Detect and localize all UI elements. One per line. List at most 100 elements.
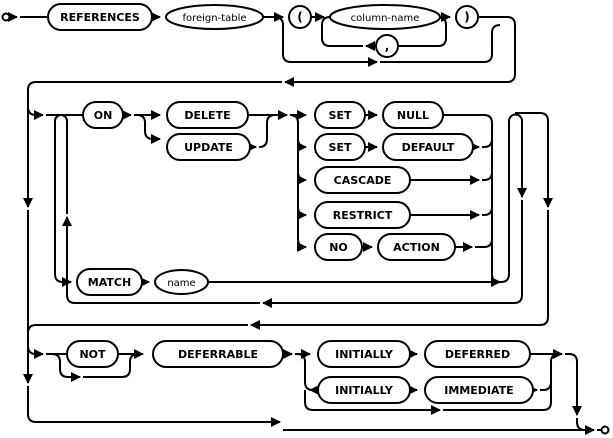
start-terminal-dot [1,12,11,22]
connector [296,353,319,395]
node-initially-2: INITIALLY [317,376,411,404]
node-start [1,12,11,22]
node-comma: , [375,34,399,58]
connector [274,16,378,67]
connector [482,138,493,148]
node-label-match: MATCH [88,276,131,289]
node-label-name: name [167,278,195,289]
connector [27,386,281,427]
connector [54,114,68,122]
connector [296,171,307,185]
keyword-shape [66,340,119,368]
node-label-no: NO [329,241,348,254]
node-label-not: NOT [79,348,106,361]
node-end [600,425,610,435]
keyword-shape [424,376,534,404]
node-label-update: UPDATE [184,141,233,154]
keyword-shape [317,340,411,368]
connector [540,381,552,391]
node-initially-1: INITIALLY [317,340,411,368]
node-label-lparen: ( [297,10,302,24]
node-references: REFERENCES [47,3,153,31]
connector [289,114,299,124]
node-label-immediate: IMMEDIATE [444,384,513,397]
node-column-name: column-name [329,4,441,30]
node-immediate: IMMEDIATE [424,376,534,404]
connector [304,390,441,415]
connector [284,16,516,87]
connector [539,210,549,326]
connector [66,294,260,304]
node-label-delete: DELETE [184,109,230,122]
node-on: ON [82,101,124,129]
node-restrict: RESTRICT [314,201,411,229]
node-delete: DELETE [166,101,249,129]
nonterminal-shape [165,4,264,30]
node-deferrable: DEFERRABLE [152,340,284,368]
connector [296,206,307,220]
node-label-default: DEFAULT [402,141,455,154]
node-cascade: CASCADE [314,166,411,194]
end-terminal-dot [600,425,610,435]
node-label-initially-1: INITIALLY [335,348,394,361]
node-label-on: ON [94,109,113,122]
keyword-shape [152,340,284,368]
connectors [8,12,601,435]
node-update: UPDATE [166,133,251,161]
node-set-1: SET [314,101,366,129]
node-label-references: REFERENCES [60,11,140,24]
keyword-shape [382,101,444,129]
connector [482,206,493,216]
keyword-shape [314,133,366,161]
connector [550,353,560,402]
keyword-shape [166,101,249,129]
node-label-action: ACTION [393,241,440,254]
connector [321,16,363,47]
keyword-shape [377,233,456,261]
keyword-shape [314,201,411,229]
node-no: NO [314,233,363,261]
connector [27,106,44,120]
node-label-null: NULL [397,109,429,122]
node-label-restrict: RESTRICT [333,209,393,222]
node-deferred: DEFERRED [424,340,531,368]
keyword-shape [314,101,366,129]
keyword-shape [314,233,363,261]
keyword-shape [76,268,143,296]
nonterminal-shape [329,4,441,30]
keyword-shape [382,133,474,161]
connector [27,345,44,359]
node-label-deferred: DEFERRED [445,348,510,361]
connector [475,238,493,248]
node-label-column-name: column-name [351,13,420,24]
keyword-shape [82,101,124,129]
connector [500,121,510,283]
keyword-shape [166,133,251,161]
connector [380,24,501,63]
node-label-rparen: ) [464,10,469,24]
node-match: MATCH [76,268,143,296]
node-label-deferrable: DEFERRABLE [178,348,258,361]
node-name: name [154,269,209,295]
punct-shape [288,5,312,29]
keyword-shape [317,376,411,404]
node-label-foreign-table: foreign-table [182,13,246,24]
node-default: DEFAULT [382,133,474,161]
connector [54,121,72,287]
node-foreign-table: foreign-table [165,4,264,30]
node-label-comma: , [385,39,390,53]
connector [296,138,307,152]
connector [398,16,447,47]
connector [443,401,552,411]
node-lparen: ( [288,5,312,29]
node-action: ACTION [377,233,456,261]
punct-shape [375,34,399,58]
nonterminal-shape [154,269,209,295]
connector [296,238,307,252]
node-label-set-2: SET [329,141,352,154]
connector [27,324,248,334]
connector [508,113,523,122]
connector [482,171,493,181]
connector [513,200,523,304]
